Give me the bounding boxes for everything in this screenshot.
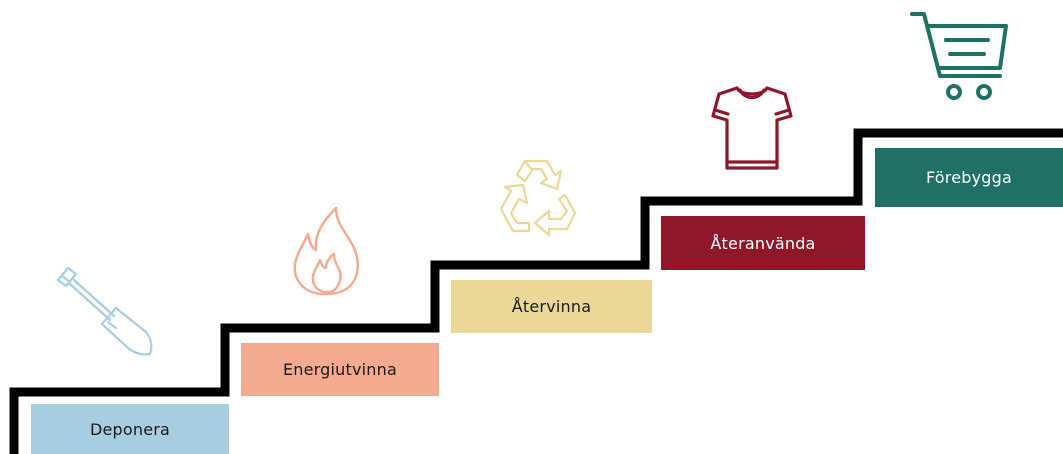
- step-label: Deponera: [89, 419, 171, 439]
- step-forebygga: Förebygga: [875, 148, 1063, 207]
- step-label: Återvinna: [511, 297, 592, 316]
- step-atervinna: Återvinna: [451, 280, 652, 333]
- shovel-icon: [52, 262, 156, 358]
- step-label: Energiutvinna: [282, 360, 397, 379]
- step-label: Förebygga: [925, 168, 1013, 187]
- recycle-icon: [495, 155, 579, 239]
- tshirt-icon: [709, 84, 795, 172]
- shopping-cart-icon: [908, 10, 1012, 104]
- step-energiutvinna: Energiutvinna: [241, 343, 439, 396]
- step-label: Återanvända: [710, 233, 816, 253]
- step-ateranvanda: Återanvända: [661, 216, 865, 270]
- step-deponera: Deponera: [31, 404, 229, 454]
- flame-icon: [290, 204, 362, 298]
